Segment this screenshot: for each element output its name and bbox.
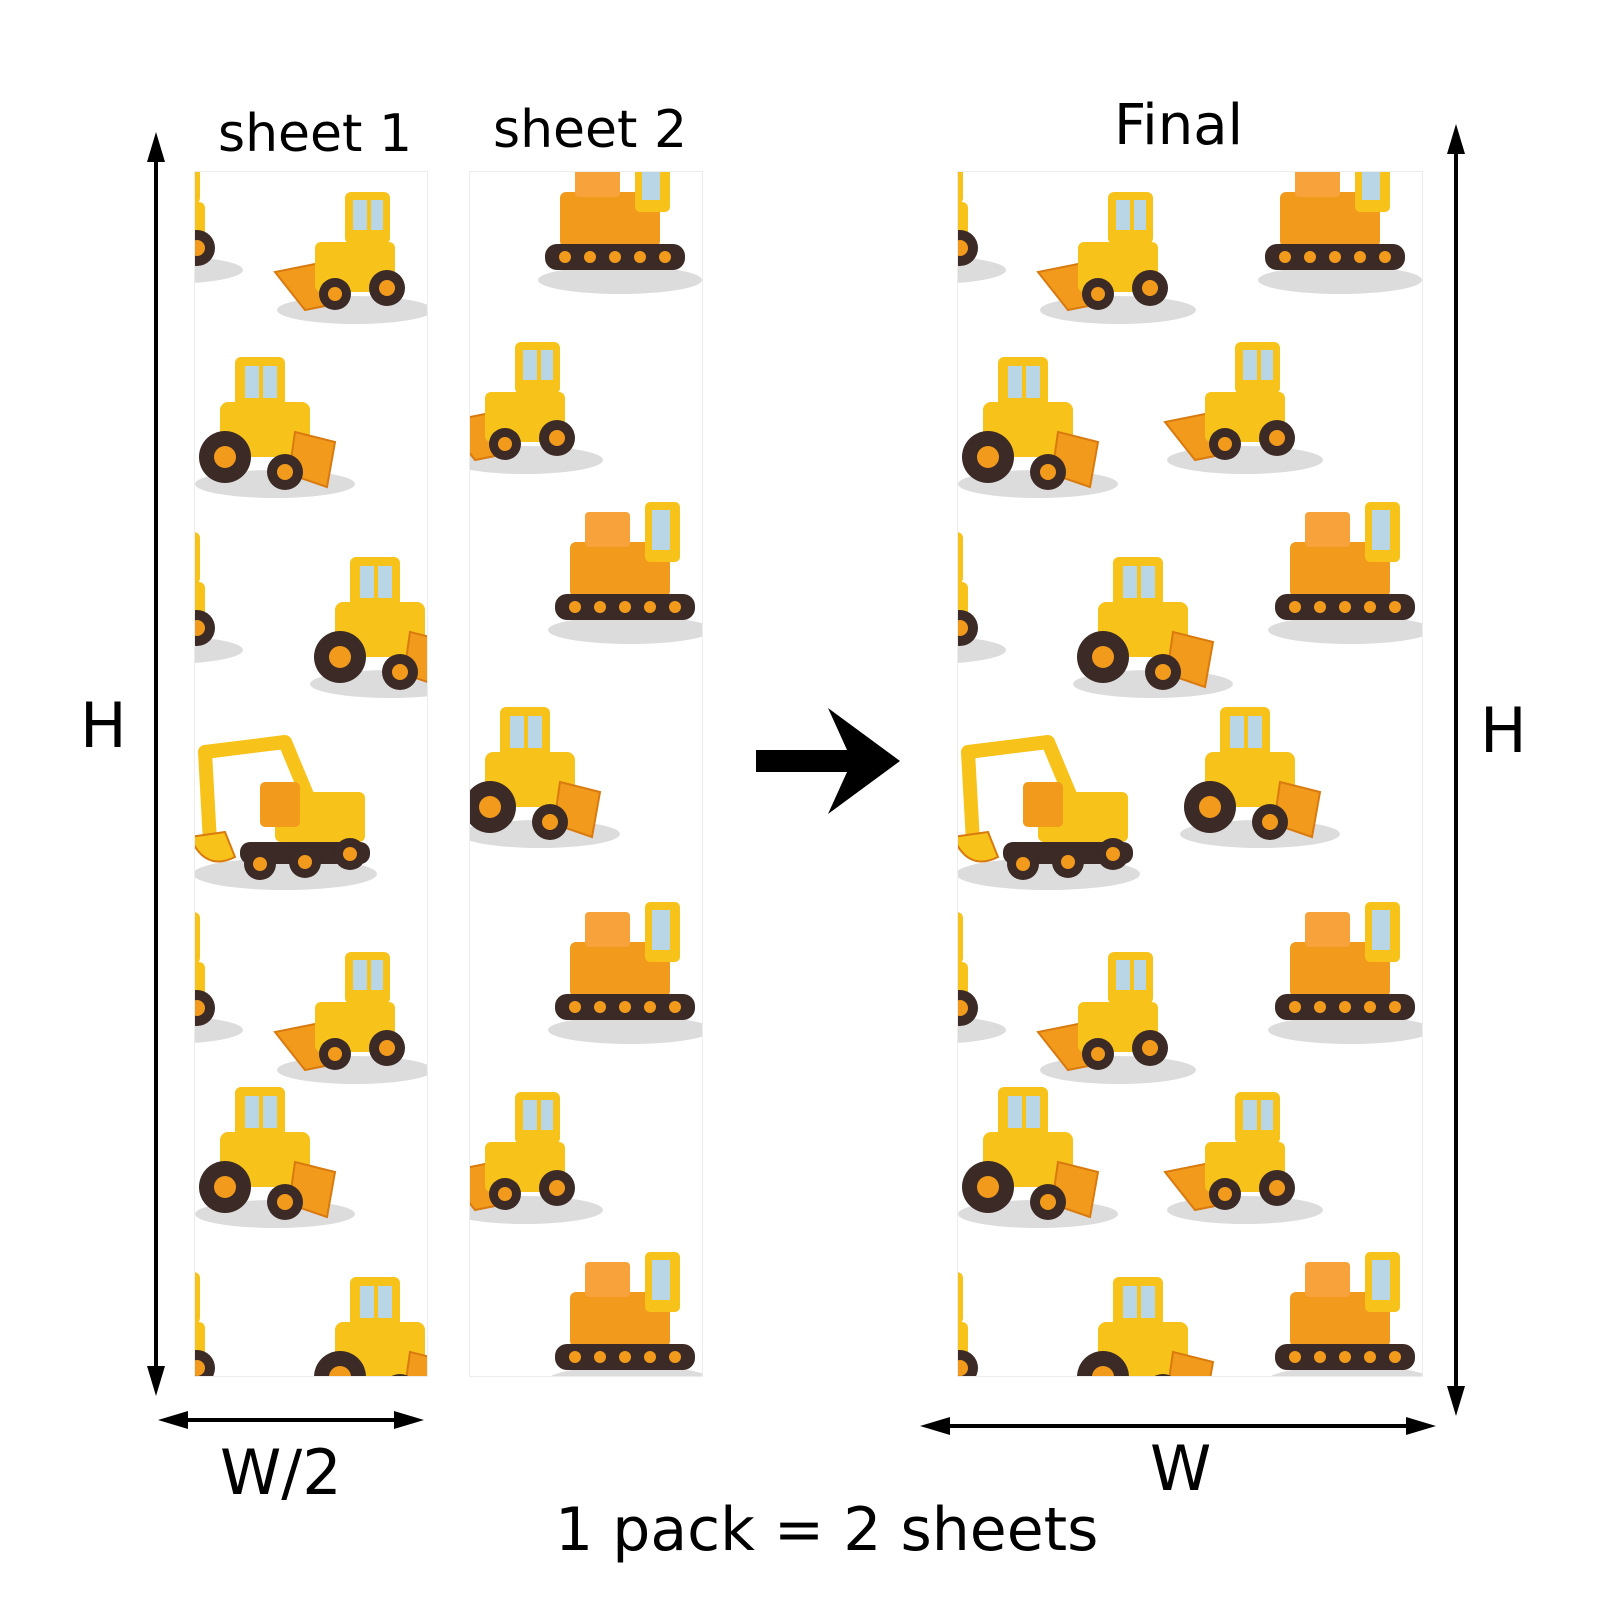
excavator-icon [195, 742, 377, 890]
width-label: W [1150, 1432, 1212, 1505]
sheet-2-pattern [470, 172, 702, 1376]
tractor-icon [470, 706, 621, 849]
bulldozer-icon [274, 951, 427, 1085]
bulldozer-icon [958, 911, 1007, 1045]
arrow-left-icon [158, 1411, 188, 1429]
bulldozer-icon [958, 1271, 1007, 1376]
crawler-loader-icon [538, 172, 702, 294]
height-label-right: H [1480, 694, 1527, 767]
arrow-right-icon [1406, 1417, 1436, 1435]
sheet-1-title: sheet 1 [218, 104, 413, 164]
final-panel [957, 171, 1423, 1377]
tractor-icon [1072, 556, 1234, 699]
tractor-icon [195, 356, 356, 499]
final-title: Final [1114, 93, 1244, 158]
bulldozer-icon [1037, 191, 1197, 325]
crawler-loader-icon [548, 1252, 702, 1376]
tractor-icon [195, 1086, 356, 1229]
bulldozer-icon [195, 172, 244, 285]
arrow-right-icon [756, 708, 900, 814]
bulldozer-icon [470, 341, 604, 475]
bulldozer-icon [1164, 1091, 1324, 1225]
bulldozer-icon [958, 172, 1007, 285]
crawler-loader-icon [1268, 502, 1422, 644]
tractor-icon [958, 356, 1119, 499]
bulldozer-icon [195, 911, 244, 1045]
bulldozer-icon [274, 191, 427, 325]
arrow-right-icon [394, 1411, 424, 1429]
arrow-down-icon [147, 1366, 165, 1396]
bulldozer-icon [470, 1091, 604, 1225]
bulldozer-icon [195, 531, 244, 665]
sheet-1-panel [194, 171, 428, 1377]
sheet-2-panel [469, 171, 703, 1377]
tractor-icon [1072, 1276, 1234, 1376]
bulldozer-icon [958, 531, 1007, 665]
crawler-loader-icon [548, 502, 702, 644]
bulldozer-icon [1037, 951, 1197, 1085]
crawler-loader-icon [1268, 1252, 1422, 1376]
crawler-loader-icon [1258, 172, 1422, 294]
arrow-up-icon [147, 132, 165, 162]
arrow-up-icon [1447, 124, 1465, 154]
tractor-icon [309, 1276, 427, 1376]
tractor-icon [309, 556, 427, 699]
final-pattern [958, 172, 1422, 1376]
sheet-2-title: sheet 2 [493, 100, 688, 160]
bulldozer-icon [195, 1271, 244, 1376]
half-width-label: W/2 [220, 1436, 342, 1509]
crawler-loader-icon [548, 902, 702, 1044]
height-label-left: H [80, 689, 127, 762]
tractor-icon [1179, 706, 1341, 849]
excavator-icon [958, 742, 1140, 890]
arrow-left-icon [920, 1417, 950, 1435]
tractor-icon [958, 1086, 1119, 1229]
crawler-loader-icon [1268, 902, 1422, 1044]
pack-note: 1 pack = 2 sheets [555, 1495, 1099, 1565]
arrow-down-icon [1447, 1386, 1465, 1416]
bulldozer-icon [1164, 341, 1324, 475]
sheet-1-pattern [195, 172, 427, 1376]
